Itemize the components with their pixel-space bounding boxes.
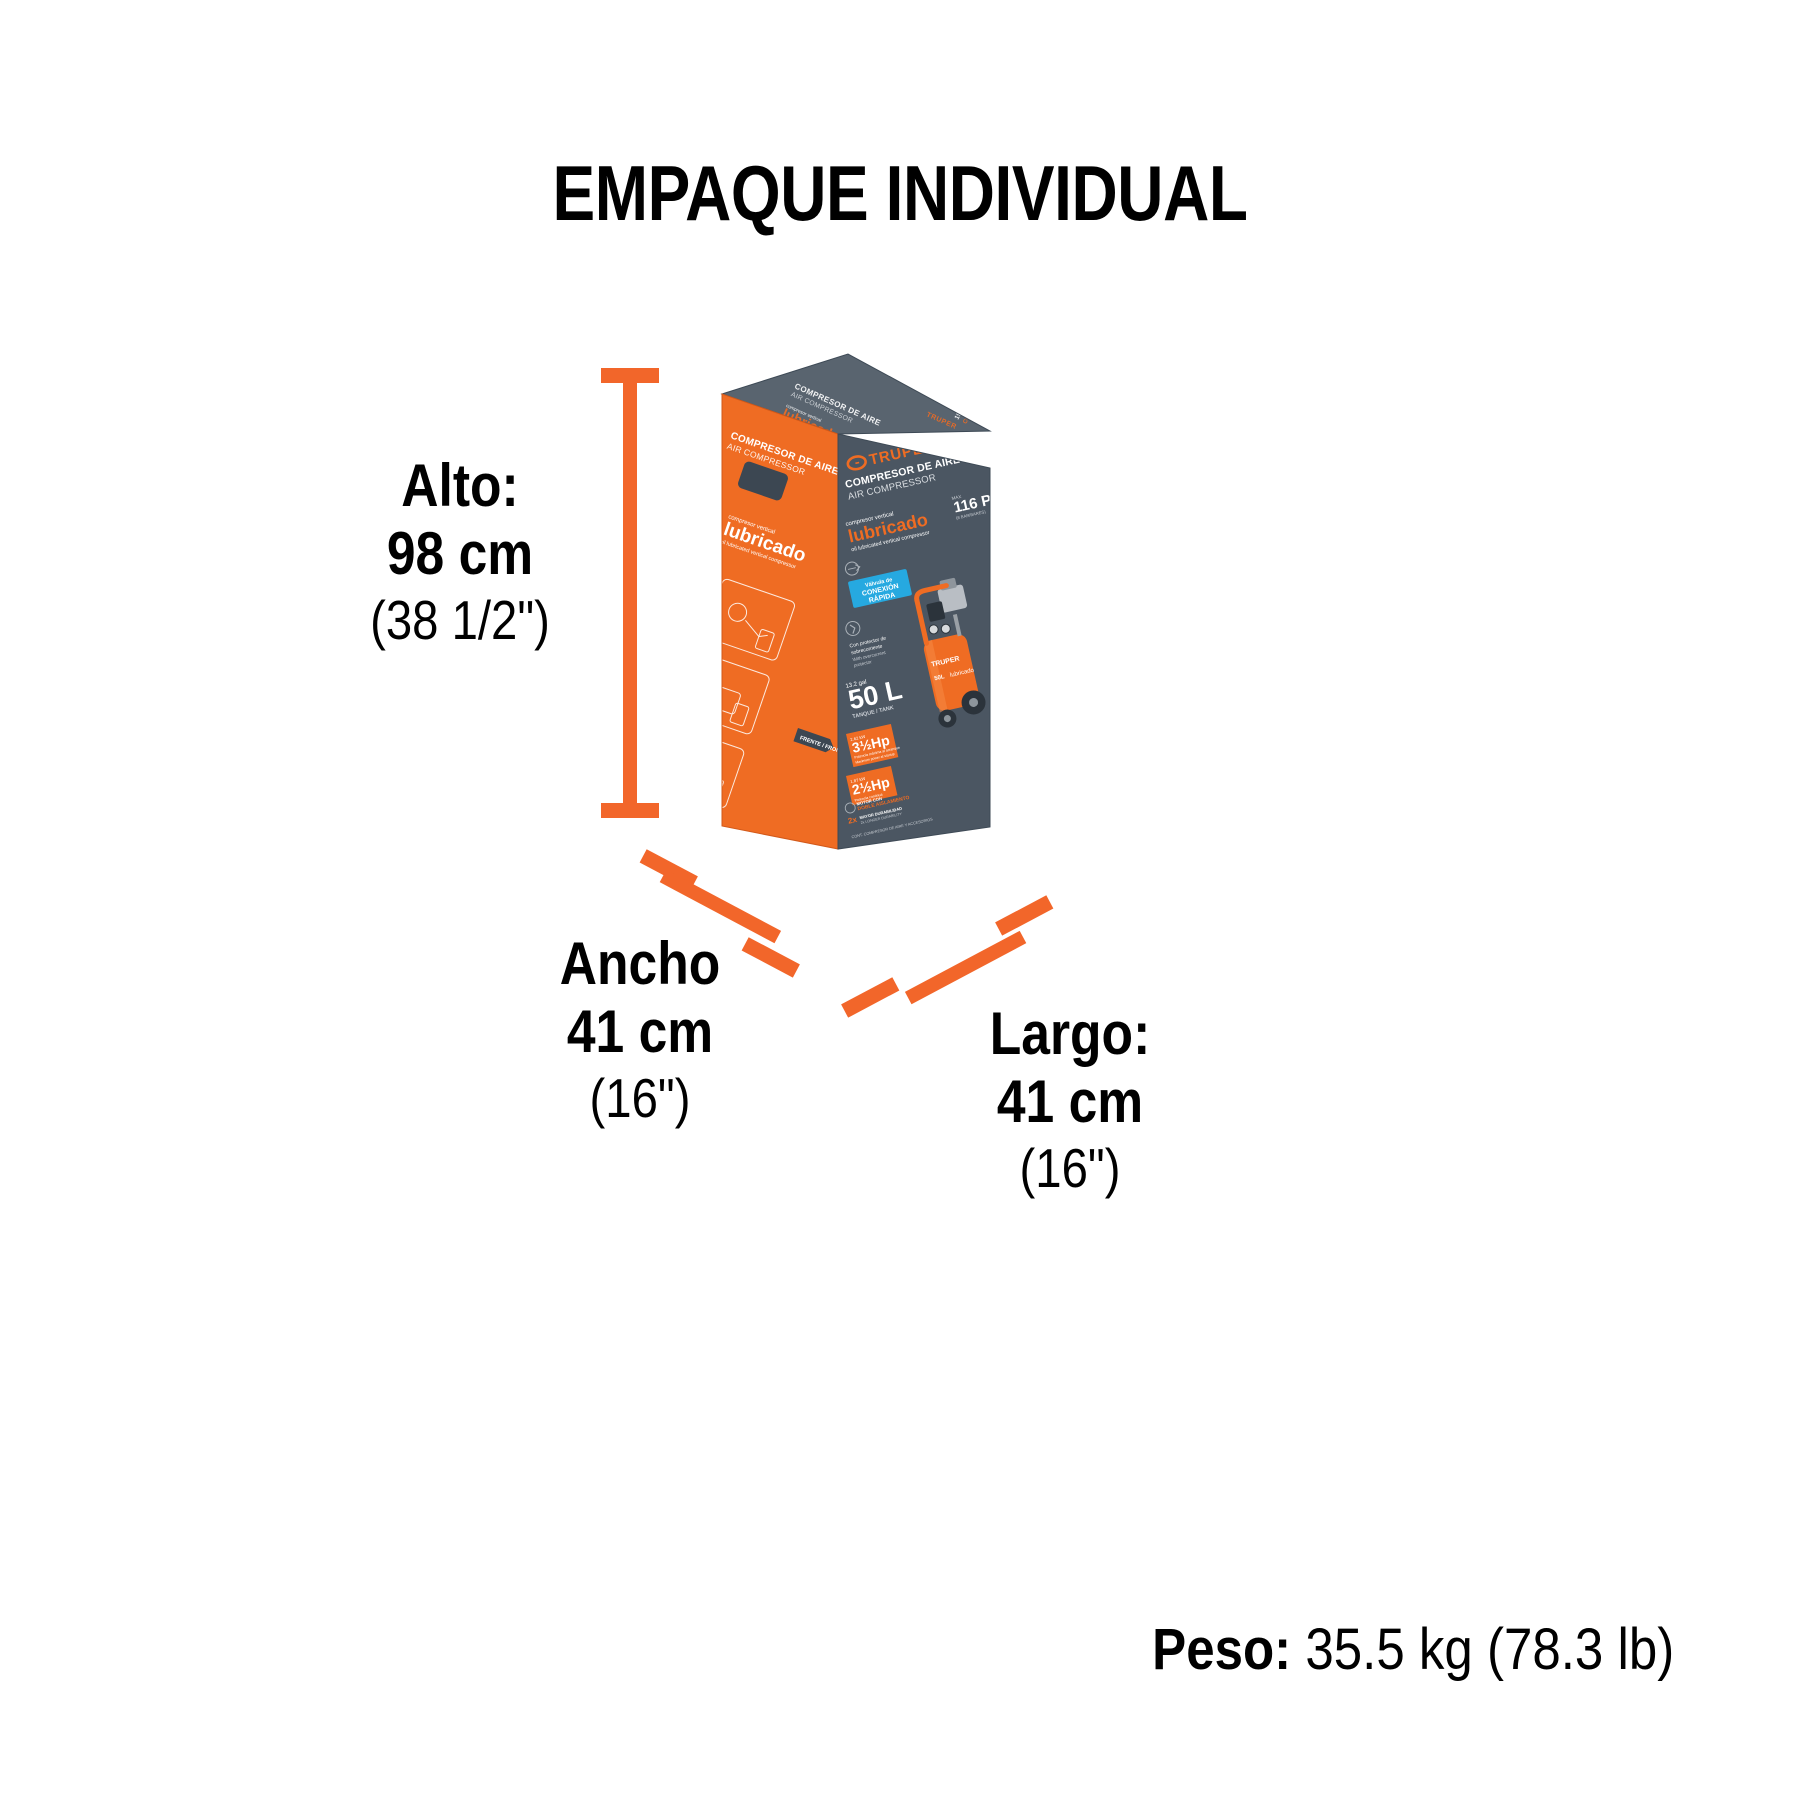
svg-text:MOTOR CON: MOTOR CON	[856, 796, 882, 807]
svg-text:2x: 2x	[847, 815, 858, 826]
height-imperial-value: (38 1/2")	[370, 588, 550, 651]
weight-value: 35.5 kg (78.3 lb)	[1305, 1617, 1674, 1682]
svg-text:1.87 kW: 1.87 kW	[850, 776, 866, 784]
svg-text:13.2 gal: 13.2 gal	[845, 679, 867, 690]
svg-text:MAX: MAX	[951, 494, 962, 501]
width-imperial-value: (16")	[589, 1066, 691, 1129]
height-metric-value: 98 cm	[386, 520, 534, 588]
package-weight: Peso: 35.5 kg (78.3 lb)	[1152, 1616, 1674, 1683]
width-label-text: Ancho	[559, 930, 721, 997]
width-metric-value: 41 cm	[566, 998, 714, 1066]
svg-text:protector: protector	[853, 659, 872, 668]
svg-text:(8 BAR/BARES): (8 BAR/BARES)	[955, 509, 986, 521]
product-box-illustration: COMPRESOR DE AIRE AIR COMPRESSOR compres…	[690, 330, 1030, 860]
height-dimension-label: Alto: 98 cm (38 1/2")	[220, 452, 700, 651]
length-dimension-arrow	[841, 895, 1054, 1018]
length-metric-value: 41 cm	[996, 1068, 1144, 1136]
svg-text:Potencia continua: Potencia continua	[854, 793, 883, 803]
svg-text:50L: 50L	[934, 674, 946, 682]
height-label-text: Alto:	[401, 452, 519, 519]
weight-label: Peso:	[1151, 1617, 1291, 1682]
width-dimension-label: Ancho 41 cm (16")	[400, 930, 880, 1129]
height-dimension-arrow	[601, 368, 659, 818]
box-side-face: COMPRESOR DE AIRE AIR COMPRESSOR compres…	[721, 393, 839, 850]
length-label-text: Largo:	[989, 1000, 1151, 1067]
box-front-face: TRUPER COMPRESOR DE AIRE AIR COMPRESSOR …	[837, 433, 991, 850]
svg-text:lubricado: lubricado	[950, 668, 976, 679]
width-dimension-arrow	[639, 849, 800, 978]
svg-text:2.62 kW: 2.62 kW	[850, 734, 866, 742]
page-title: EMPAQUE INDIVIDUAL	[552, 149, 1248, 237]
svg-text:Válvula de: Válvula de	[865, 577, 893, 589]
length-imperial-value: (16")	[1019, 1136, 1121, 1199]
length-dimension-label: Largo: 41 cm (16")	[830, 1000, 1310, 1199]
